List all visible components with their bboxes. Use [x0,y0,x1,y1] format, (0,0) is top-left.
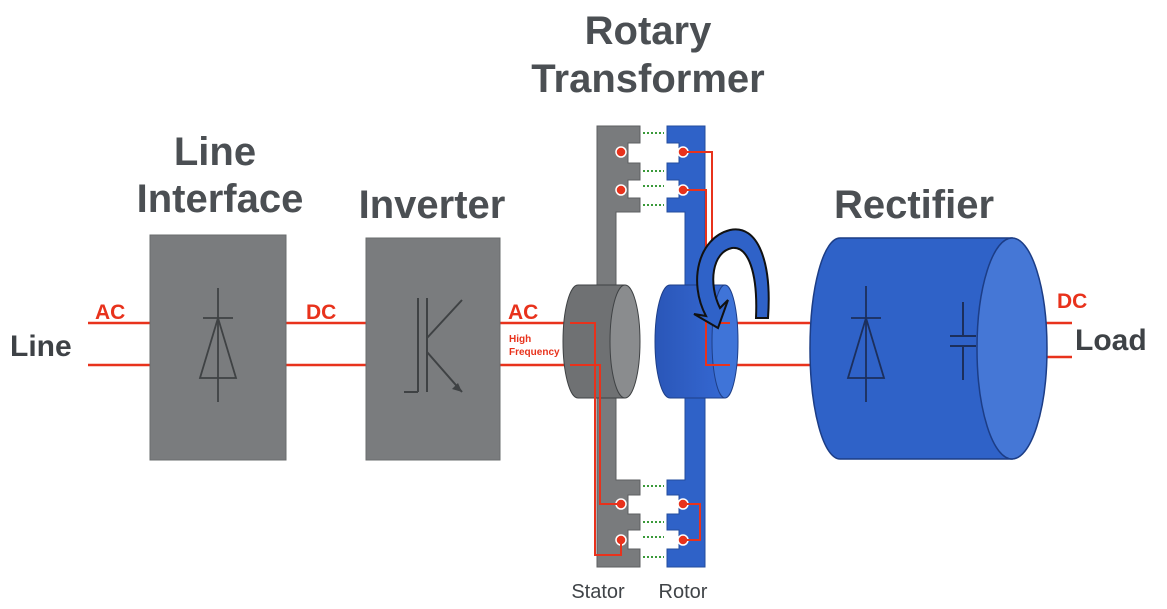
caption-stator: Stator [571,581,625,603]
inverter-block [365,237,501,461]
title-inverter: Inverter [359,183,506,227]
title-line-interface-2: Interface [137,177,304,221]
label-dc-mid: DC [306,301,336,324]
rotor [654,125,739,568]
label-high: High [509,334,531,345]
caption-rotor: Rotor [659,581,708,603]
title-rectifier: Rectifier [834,183,994,227]
label-ac-out: AC [508,301,538,324]
winding-wires [570,151,730,556]
title-rotary-transformer-1: Rotary [585,9,712,53]
title-rotary-transformer-2: Transformer [531,57,764,101]
stator [562,125,641,568]
label-load: Load [1075,324,1147,357]
rotation-arrow-icon [693,228,770,330]
igbt-arrow-icon [452,383,462,392]
label-ac-in: AC [95,301,125,324]
capacitor-symbol [950,302,976,380]
label-frequency: Frequency [509,347,560,358]
label-dc-out: DC [1057,290,1087,313]
line-interface-block [149,234,287,461]
flux-lines [643,132,664,558]
rectifier-block [809,237,1048,460]
title-line-interface-1: Line [174,130,256,174]
rectifier-diode-symbol [846,286,886,402]
igbt-symbol [404,298,463,393]
windings [615,146,689,546]
label-line: Line [10,330,72,363]
diode-symbol [198,288,238,402]
